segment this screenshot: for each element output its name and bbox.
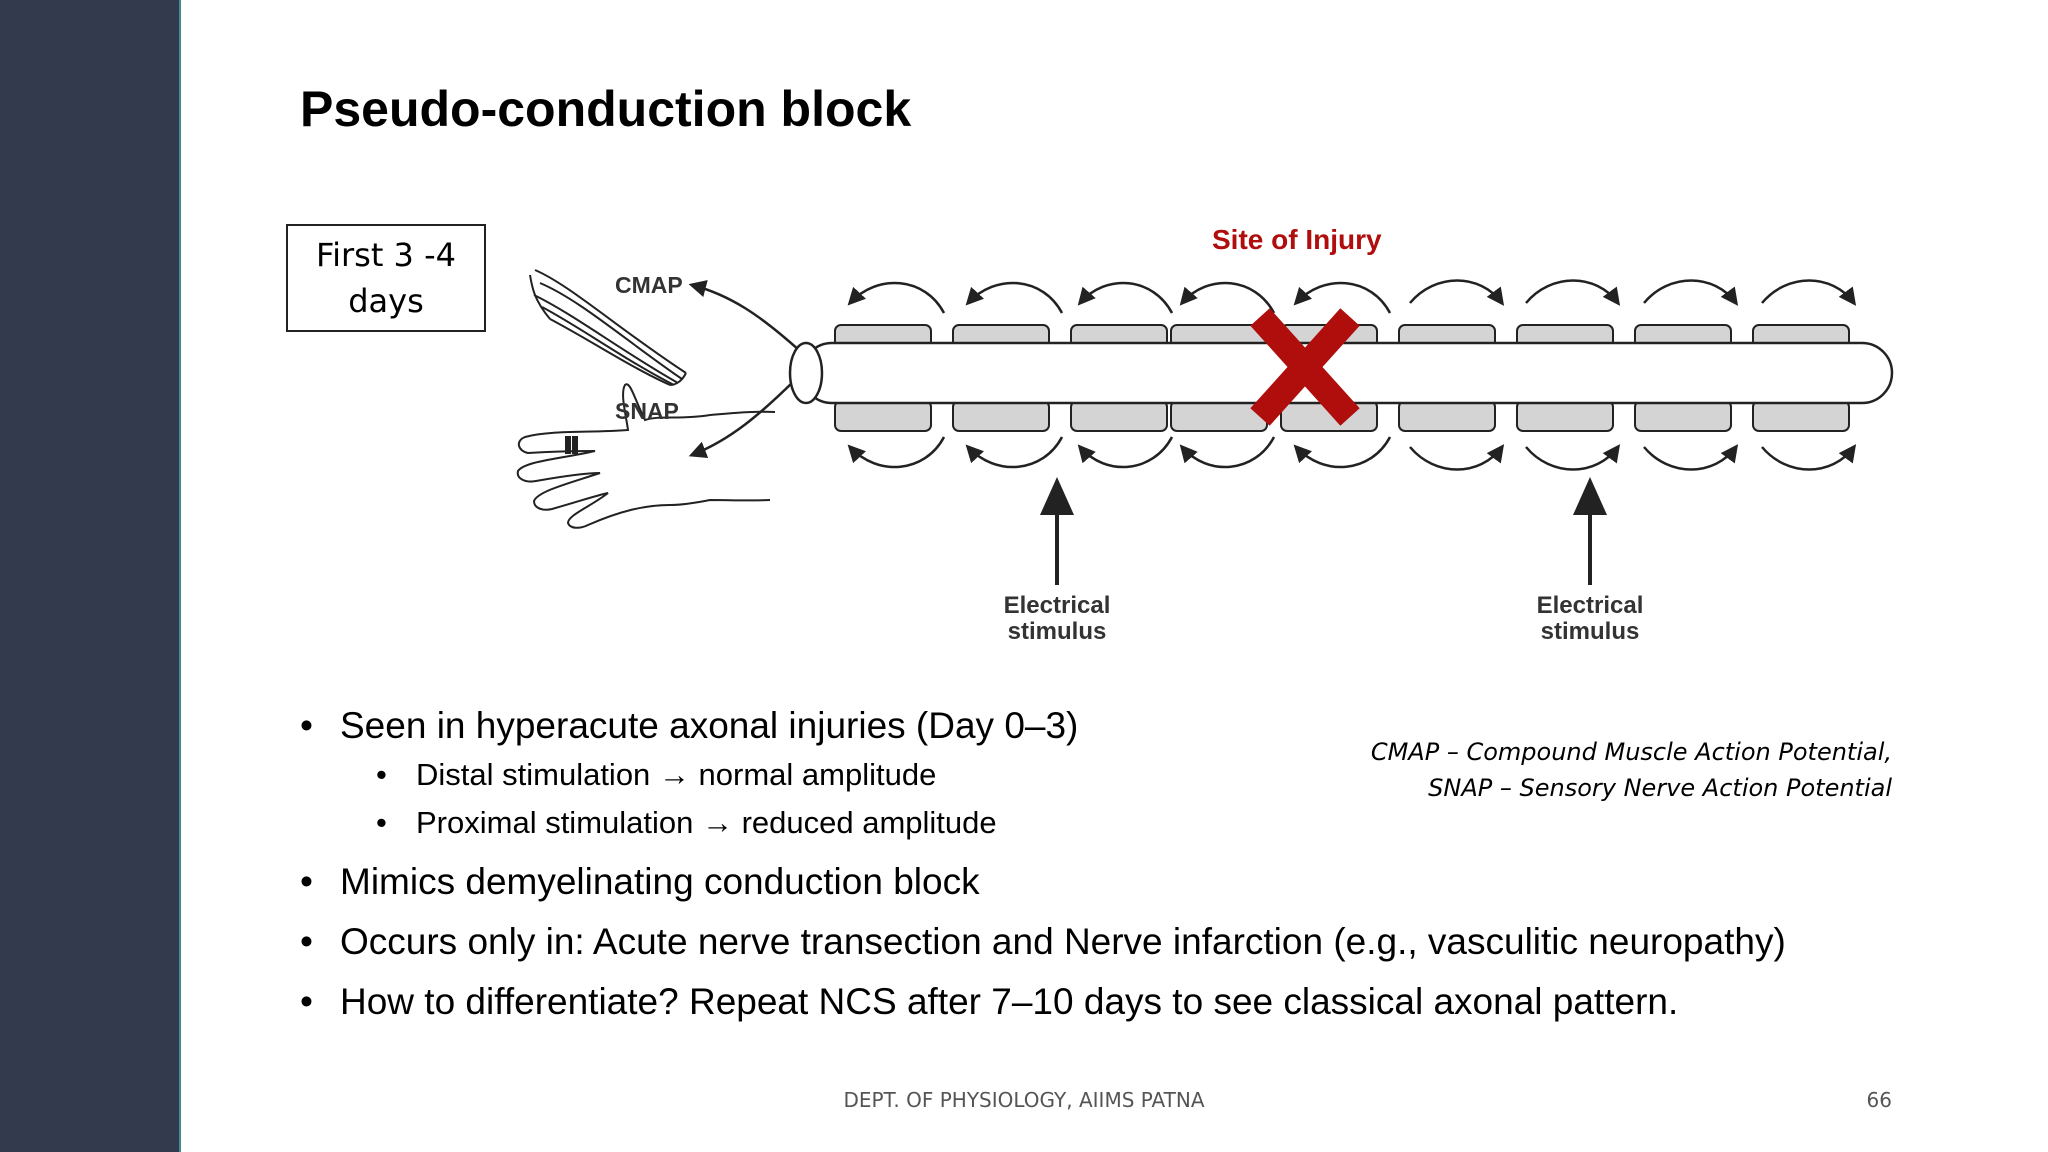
abbreviation-note: CMAP – Compound Muscle Action Potential,… [1371, 734, 1892, 806]
time-box-text: First 3 -4 days [316, 236, 456, 320]
footer-department: DEPT. OF PHYSIOLOGY, AIIMS PATNA [843, 1088, 1205, 1112]
stimulus-arrow-left [1040, 477, 1074, 585]
snap-label: SNAP [615, 398, 679, 424]
saltatory-arcs-bottom [847, 436, 1857, 471]
time-box: First 3 -4 days [286, 224, 486, 332]
bullet-3: Occurs only in: Acute nerve transection … [300, 920, 1900, 964]
bullet-1: Seen in hyperacute axonal injuries (Day … [300, 704, 1900, 748]
muscle-icon [529, 269, 687, 386]
stimulus-left-line2: stimulus [1008, 618, 1107, 645]
injury-x-icon [1250, 308, 1360, 426]
saltatory-arcs-top [847, 279, 1857, 314]
cmap-lead [688, 280, 801, 352]
abbrev-cmap: CMAP – Compound Muscle Action Potential, [1370, 738, 1892, 766]
stimulus-right-line2: stimulus [1541, 618, 1640, 645]
stimulus-arrow-right [1573, 477, 1607, 585]
sidebar-band [0, 0, 181, 1152]
page-number: 66 [1866, 1088, 1892, 1112]
cmap-label: CMAP [615, 272, 683, 298]
bullet-2: Mimics demyelinating conduction block [300, 860, 1900, 904]
sub-bullet-2: Proximal stimulation → reduced amplitude [300, 804, 1900, 842]
hand-icon [516, 383, 776, 529]
stimulus-right-line1: Electrical [1537, 592, 1644, 619]
bullet-4: How to differentiate? Repeat NCS after 7… [300, 980, 1900, 1024]
abbrev-snap: SNAP – Sensory Nerve Action Potential [1428, 774, 1892, 802]
snap-lead [688, 374, 801, 458]
stimulus-left-line1: Electrical [1004, 592, 1111, 619]
slide-title: Pseudo-conduction block [300, 81, 912, 137]
sub-bullet-1: Distal stimulation → normal amplitude [300, 756, 1900, 794]
injury-label: Site of Injury [1212, 224, 1382, 255]
bullet-1-subs: Distal stimulation → normal amplitude Pr… [300, 756, 1900, 842]
nerve-diagram: CMAP SNAP [516, 269, 1894, 645]
bullet-list: Seen in hyperacute axonal injuries (Day … [300, 704, 1900, 1040]
